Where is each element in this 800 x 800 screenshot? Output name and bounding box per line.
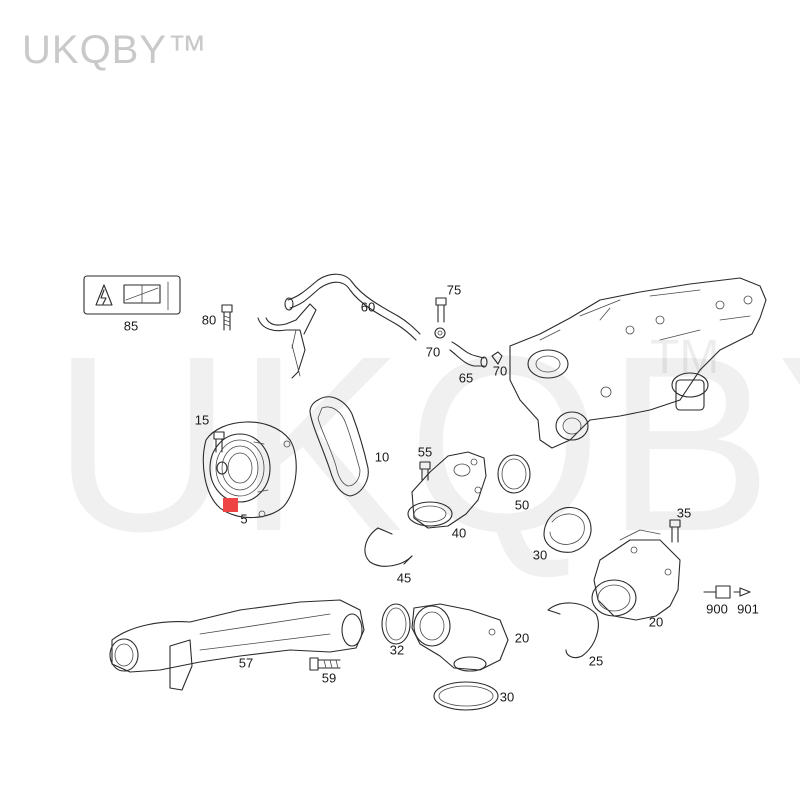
part-label-20-b: 20	[514, 630, 530, 646]
part-label-10: 10	[374, 449, 390, 465]
gasket-ring-30a	[543, 506, 592, 553]
part-label-50: 50	[514, 497, 530, 513]
clip-70a	[434, 327, 446, 339]
part-label-57: 57	[238, 655, 254, 671]
part-label-20-a: 20	[648, 614, 664, 630]
part-label-32: 32	[389, 642, 405, 658]
o-ring-32	[381, 603, 411, 645]
part-label-15: 15	[194, 412, 210, 428]
thermostat-housing-40	[407, 451, 487, 529]
part-label-5: 5	[240, 511, 248, 527]
part-label-70-a: 70	[425, 344, 441, 360]
part-label-65: 65	[458, 370, 474, 386]
part-label-900: 900	[706, 601, 728, 617]
bolt-35	[669, 519, 681, 543]
gasket-10	[309, 396, 369, 497]
part-label-60: 60	[360, 299, 376, 315]
part-label-70-b: 70	[492, 363, 508, 379]
part-label-55: 55	[417, 444, 433, 460]
part-label-75: 75	[446, 282, 462, 298]
seal-ring-50	[497, 454, 531, 494]
bolt-75	[435, 297, 447, 323]
water-pump-5	[202, 421, 297, 519]
part-label-30-a: 30	[532, 547, 548, 563]
part-label-35: 35	[676, 505, 692, 521]
sensor-900	[703, 585, 731, 599]
coolant-pipe-57	[109, 599, 365, 691]
pipe-60	[257, 273, 421, 379]
connector-901	[733, 587, 751, 597]
warning-label-sticker	[83, 275, 181, 315]
part-label-30-b: 30	[499, 689, 515, 705]
bolt-59	[309, 657, 341, 671]
part-label-45: 45	[396, 570, 412, 586]
clip-70b	[491, 351, 503, 365]
spring-clip-45	[364, 527, 413, 567]
part-label-59: 59	[321, 670, 337, 686]
part-label-85: 85	[123, 318, 139, 334]
part-label-80: 80	[201, 312, 217, 328]
part-label-25: 25	[588, 653, 604, 669]
part-label-40: 40	[451, 525, 467, 541]
part-label-901: 901	[737, 601, 759, 617]
engine-block	[509, 277, 767, 449]
bolt-80	[221, 304, 233, 331]
thermostat-assembly-20a	[591, 529, 681, 621]
gasket-ring-30b	[433, 681, 499, 711]
hose-65	[449, 341, 488, 368]
brand-logo-text: UKQBY™	[22, 28, 209, 72]
highlight-marker	[223, 498, 238, 512]
spring-clip-25	[547, 602, 599, 659]
thermostat-body-20b	[411, 603, 509, 672]
